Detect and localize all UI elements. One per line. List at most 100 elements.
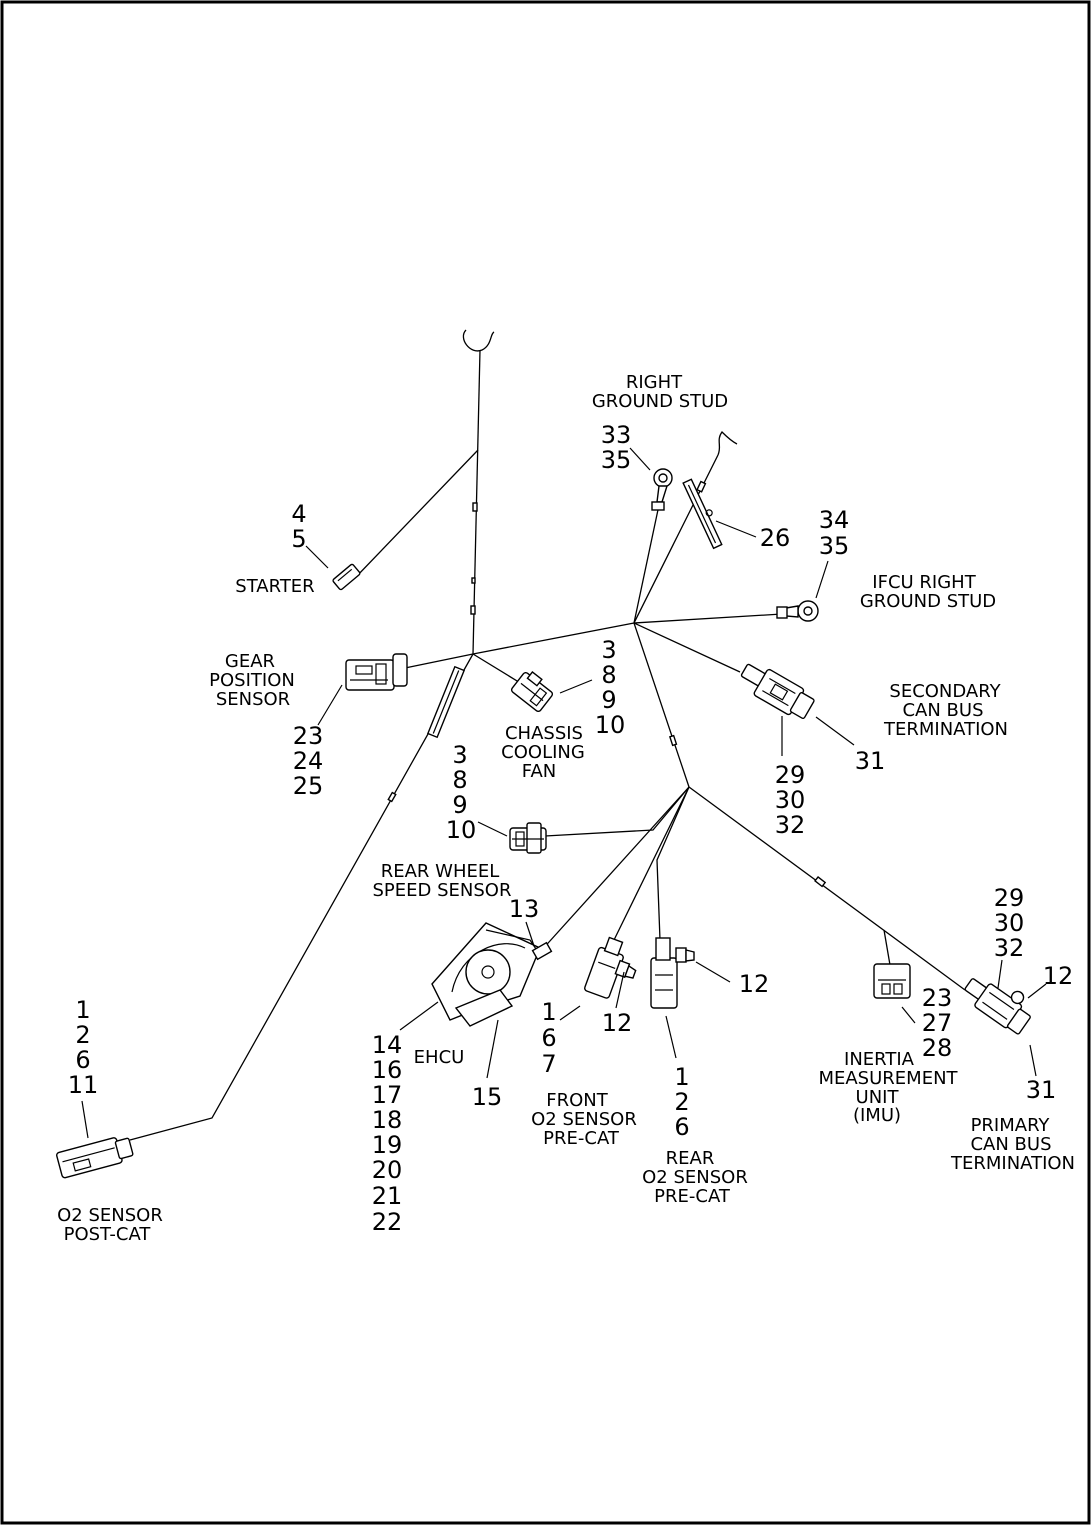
label-line: TERMINATION	[883, 719, 1008, 740]
callout-number: 30	[775, 786, 806, 814]
chassis-fan-connector-icon	[510, 671, 554, 713]
harness-clip-icon	[426, 665, 466, 739]
callout-number: 16	[372, 1056, 403, 1084]
callout-number: 10	[595, 711, 626, 739]
callout-number: 1	[75, 996, 90, 1024]
callout-number: 25	[293, 772, 324, 800]
callout-ehcu: 14 16 17 18 19 20 21 22	[372, 1031, 403, 1236]
primary-can-termination-icon	[964, 978, 1031, 1035]
label-line: RIGHT	[626, 372, 683, 393]
harness-clip-26-icon	[682, 478, 723, 550]
label-line: REAR	[666, 1148, 715, 1169]
callout-rear-o2-sensor: 12	[739, 970, 770, 998]
callout-number: 1	[541, 998, 556, 1026]
callout-number: 1	[674, 1063, 689, 1091]
label-line: PRE-CAT	[543, 1128, 620, 1149]
label-line: FRONT	[546, 1090, 608, 1111]
label-line: (IMU)	[853, 1105, 901, 1126]
callout-number: 22	[372, 1208, 403, 1236]
label-inertia-measurement-unit: INERTIA MEASUREMENT UNIT (IMU)	[818, 1049, 958, 1126]
label-line: MEASUREMENT	[818, 1068, 958, 1089]
label-line: EHCU	[414, 1047, 465, 1068]
label-secondary-can-bus-termination: SECONDARY CAN BUS TERMINATION	[883, 681, 1008, 740]
label-line: UNIT	[856, 1087, 900, 1108]
wire-right-ground	[633, 504, 660, 624]
label-line: REAR WHEEL	[381, 861, 500, 882]
callout-number: 7	[541, 1050, 556, 1078]
right-ground-stud-ring-icon	[651, 468, 673, 511]
label-line: SPEED SENSOR	[373, 880, 512, 901]
callout-ifcu-right-ground-stud: 34 35	[819, 506, 850, 560]
ehcu-unit-icon	[431, 922, 553, 1027]
callout-number: 6	[75, 1046, 90, 1074]
callout-number: 31	[855, 747, 886, 775]
label-line: IFCU RIGHT	[872, 572, 976, 593]
callout-number: 26	[760, 524, 791, 552]
callout-number: 33	[601, 421, 632, 449]
harness-wires	[129, 329, 966, 1141]
callout-number: 24	[293, 747, 324, 775]
label-line: O2 SENSOR	[57, 1205, 163, 1226]
wire-tie-marker	[814, 875, 827, 888]
label-ifcu-right-ground-stud: IFCU RIGHT GROUND STUD	[860, 572, 996, 612]
wire-tie-marker	[470, 605, 476, 615]
starter-connector-icon	[332, 563, 361, 591]
wire-o2-post-cat	[129, 653, 474, 1141]
callout-number: 2	[674, 1088, 689, 1116]
callout-number: 34	[819, 506, 850, 534]
callout-number: 19	[372, 1131, 403, 1159]
callout-number: 23	[922, 984, 953, 1012]
callout-number: 8	[601, 661, 616, 689]
label-front-o2-sensor-pre-cat: FRONT O2 SENSOR PRE-CAT	[531, 1090, 637, 1149]
callout-o2-sensor-post-cat: 1 2 6 11	[68, 996, 99, 1099]
wire-front-o2	[613, 786, 690, 941]
callout-number: 12	[602, 1009, 633, 1037]
callout-number: 30	[994, 909, 1025, 937]
label-line: CAN BUS	[902, 700, 983, 721]
callout-secondary-can-bus-connector: 29 30 32	[775, 761, 806, 839]
ifcu-ground-ring-icon	[776, 600, 819, 622]
callout-number: 35	[819, 532, 850, 560]
callout-number: 5	[291, 525, 306, 553]
leader-lines	[81, 447, 1047, 1139]
label-gear-position-sensor: GEAR POSITION SENSOR	[209, 651, 295, 710]
o2-post-cat-sensor-icon	[56, 1137, 134, 1179]
callout-number: 8	[452, 766, 467, 794]
callout-number: 3	[452, 741, 467, 769]
label-line: GEAR	[225, 651, 275, 672]
callout-starter: 4 5	[291, 500, 306, 553]
wire-ifcu-ground	[633, 613, 783, 624]
label-line: CAN BUS	[970, 1134, 1051, 1155]
gear-position-connector-icon	[345, 653, 408, 691]
callout-rear-o2-connector: 1 2 6	[674, 1063, 689, 1141]
wire-tie-marker	[668, 734, 678, 747]
wire-main-trunk	[472, 349, 481, 655]
callout-number: 23	[293, 722, 324, 750]
wire-upper-right	[633, 454, 719, 624]
callout-number: 32	[775, 811, 806, 839]
callout-primary-can-bus-sensor: 12	[1043, 962, 1074, 990]
wire-tie-marker	[696, 480, 707, 493]
callout-chassis-cooling-fan: 3 8 9 10	[595, 636, 626, 739]
break-symbol-top	[462, 329, 495, 352]
wire-tie-marker	[387, 791, 397, 803]
callout-number: 10	[446, 816, 477, 844]
wire-rear-o2	[656, 786, 690, 941]
label-line: PRIMARY	[971, 1115, 1051, 1136]
label-line: PRE-CAT	[654, 1186, 731, 1207]
break-symbol-right	[717, 431, 738, 456]
callout-number: 11	[68, 1071, 99, 1099]
label-line: SECONDARY	[889, 681, 1001, 702]
wire-tie-marker	[472, 502, 478, 512]
wire-imu	[883, 929, 891, 966]
callout-number: 32	[994, 934, 1025, 962]
callout-clip: 26	[760, 524, 791, 552]
label-line: COOLING	[501, 742, 585, 763]
label-line: SENSOR	[216, 689, 290, 710]
front-o2-sensor-icon	[584, 936, 637, 999]
label-o2-sensor-post-cat: O2 SENSOR POST-CAT	[57, 1205, 163, 1245]
callout-secondary-can-bus-termination: 31	[855, 747, 886, 775]
label-line: INERTIA	[844, 1049, 915, 1070]
